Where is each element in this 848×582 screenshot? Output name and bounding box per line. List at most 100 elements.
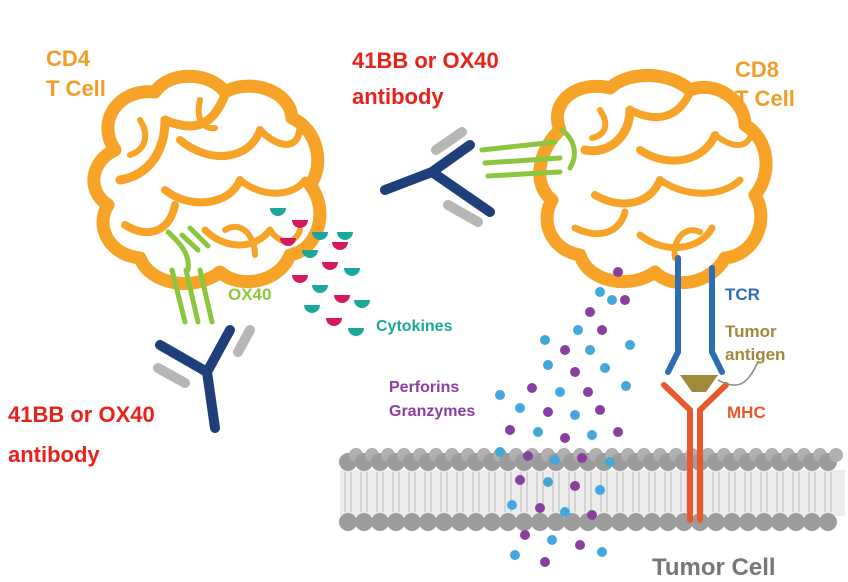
perforin-granzyme-dot [620, 295, 630, 305]
perforin-granzyme-dot [573, 325, 583, 335]
cd8-costim-receptors [479, 127, 577, 179]
lipid-head [723, 513, 741, 531]
perforin-granzyme-dot [587, 510, 597, 520]
perforin-granzyme-dot [515, 403, 525, 413]
perforin-granzyme-dot [540, 557, 550, 567]
tcr-receptor [665, 255, 725, 375]
perforin-granzyme-dot [510, 550, 520, 560]
cytokine-drop [312, 232, 328, 240]
perforin-granzyme-dot [595, 405, 605, 415]
cd8-label-line2: T Cell [735, 86, 795, 111]
mhc-label: MHC [727, 403, 766, 422]
antibody-left-label-line2: antibody [8, 442, 100, 467]
perforin-granzyme-dot [577, 453, 587, 463]
lipid-head [515, 513, 533, 531]
lipid-head [387, 513, 405, 531]
perforin-granzyme-dot [570, 367, 580, 377]
perforin-granzyme-dot [613, 427, 623, 437]
perforin-granzyme-dot [595, 485, 605, 495]
lipid-head [371, 513, 389, 531]
perforin-granzyme-dot [605, 457, 615, 467]
perforin-granzyme-dot [555, 387, 565, 397]
perforin-granzyme-dot [540, 335, 550, 345]
lipid-head [435, 513, 453, 531]
cd8-t-cell-body [533, 69, 773, 290]
cytokine-drop [344, 268, 360, 276]
cytokine-drop [280, 238, 296, 246]
lipid-head [595, 513, 613, 531]
cytokine-drop [332, 242, 348, 250]
perforin-granzyme-dot [533, 427, 543, 437]
perforin-granzyme-dot [507, 500, 517, 510]
cytokine-drop [302, 250, 318, 258]
perforin-granzyme-dot [570, 481, 580, 491]
perforin-granzyme-dot [495, 390, 505, 400]
perforin-granzyme-dot [505, 425, 515, 435]
perforin-granzyme-dot [520, 530, 530, 540]
perforin-granzyme-dot [550, 455, 560, 465]
tumor-antigen-label-line1: Tumor [725, 322, 777, 341]
lipid-head [547, 513, 565, 531]
lipid-head [563, 513, 581, 531]
lipid-head [659, 513, 677, 531]
lipid-head [803, 513, 821, 531]
antibody-top-label-line2: antibody [352, 84, 444, 109]
cytokine-drop [292, 275, 308, 283]
perforin-granzyme-dot [543, 360, 553, 370]
perforin-granzyme-dot [613, 267, 623, 277]
lipid-head [467, 513, 485, 531]
perforin-granzyme-dot [543, 477, 553, 487]
lipid-head [755, 513, 773, 531]
perforin-granzyme-dot [621, 381, 631, 391]
perforin-granzyme-dot [560, 507, 570, 517]
membrane-tails [344, 472, 832, 512]
perforins-label-line2: Granzymes [389, 403, 475, 420]
cytokine-drop [292, 220, 308, 228]
cd4-label-line1: CD4 [46, 46, 91, 71]
lipid-head [339, 513, 357, 531]
lipid-head [451, 513, 469, 531]
antigen-pointer-line [717, 361, 759, 386]
lipid-head [403, 513, 421, 531]
cytokine-drop [334, 295, 350, 303]
cd4-t-cell-body [87, 69, 327, 290]
cytokine-drop [312, 285, 328, 293]
mhc-molecule [661, 382, 729, 523]
perforin-granzyme-dot [575, 540, 585, 550]
perforin-granzyme-dot [527, 383, 537, 393]
perforin-granzyme-dot [535, 503, 545, 513]
perforin-granzyme-dot [595, 287, 605, 297]
perforin-granzyme-dot [547, 535, 557, 545]
perforin-granzyme-dot [515, 475, 525, 485]
lipid-head [611, 513, 629, 531]
tumor-cell-label: Tumor Cell [652, 554, 776, 581]
perforin-granzyme-dot [560, 345, 570, 355]
antibody-top-icon [380, 127, 495, 227]
lipid-head [499, 513, 517, 531]
lipid-head [787, 513, 805, 531]
cytokine-drop [322, 262, 338, 270]
ox40-label: OX40 [228, 285, 271, 304]
perforin-granzyme-dot [560, 433, 570, 443]
lipid-head [483, 513, 501, 531]
lipid-head [531, 513, 549, 531]
lipid-head [819, 513, 837, 531]
perforin-granzyme-dot [585, 345, 595, 355]
lipid-head [627, 513, 645, 531]
lipid-head [739, 513, 757, 531]
tcr-label: TCR [725, 285, 760, 304]
perforin-granzyme-dot [607, 295, 617, 305]
cytokine-drop [304, 305, 320, 313]
perforin-granzyme-dot [523, 451, 533, 461]
perforin-granzyme-dot [625, 340, 635, 350]
perforin-granzyme-dot [585, 307, 595, 317]
cytokine-molecules [270, 208, 370, 336]
cytokine-drop [354, 300, 370, 308]
perforin-granzyme-dot [597, 325, 607, 335]
perforins-label-line1: Perforins [389, 379, 459, 396]
cytokine-drop [337, 232, 353, 240]
cytokine-drop [348, 328, 364, 336]
antibody-left-icon [153, 325, 255, 433]
lipid-head [829, 448, 843, 462]
